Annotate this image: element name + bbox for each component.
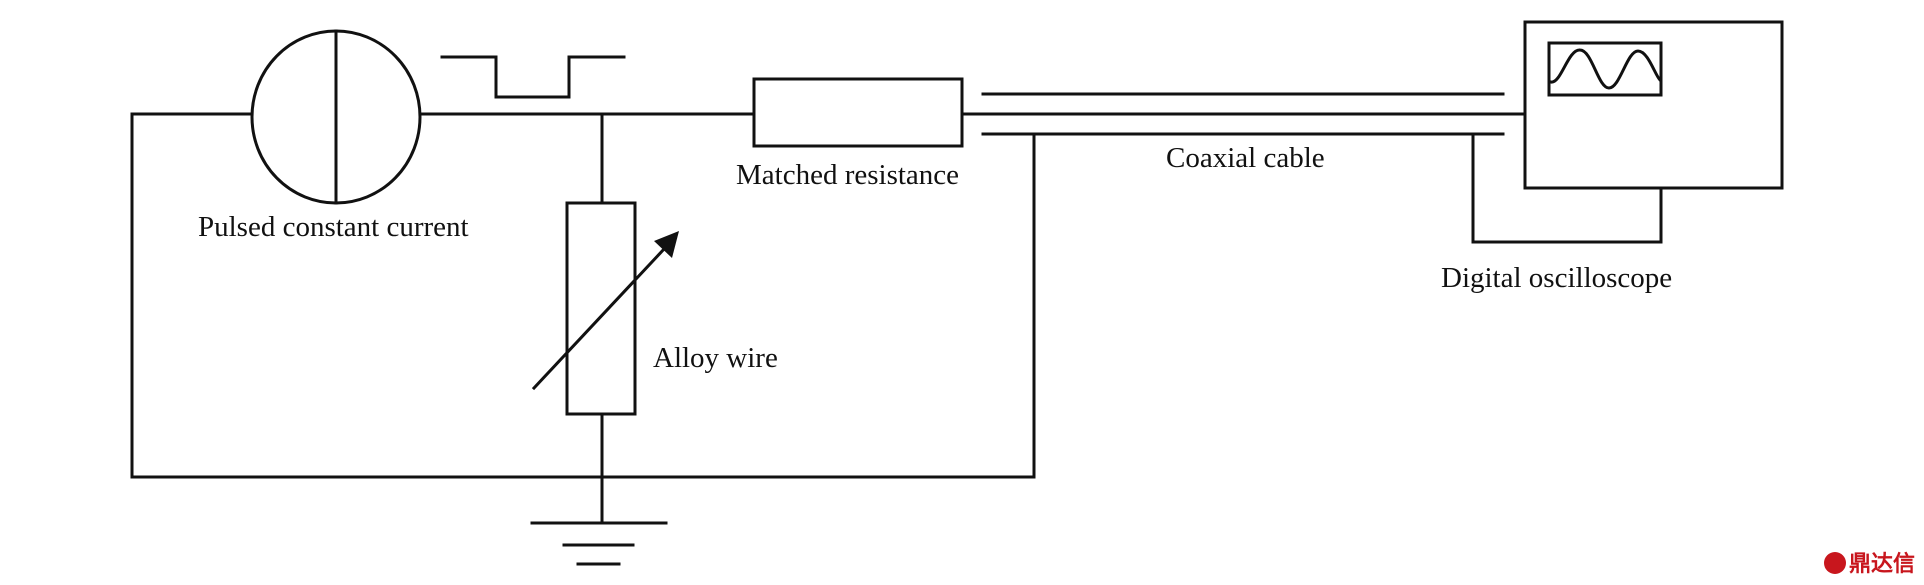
- label-matched-resistance: Matched resistance: [736, 159, 959, 191]
- sine-wave-icon: [1549, 48, 1663, 90]
- watermark-badge-icon: [1824, 552, 1846, 574]
- label-alloy-wire: Alloy wire: [653, 342, 778, 374]
- alloy-wire-resistor: [531, 201, 679, 416]
- return-wire-left: [130, 112, 1036, 479]
- variable-arrow-shaft: [531, 245, 668, 391]
- digital-oscilloscope: [1523, 20, 1784, 190]
- label-coaxial-cable: Coaxial cable: [1166, 142, 1325, 174]
- watermark-logo: 鼎达信: [1824, 551, 1915, 577]
- pulsed-current-source: [250, 29, 422, 205]
- label-digital-oscilloscope: Digital oscilloscope: [1441, 262, 1672, 294]
- alloy-wire-body: [565, 201, 637, 416]
- pulse-waveform-icon: [440, 55, 626, 99]
- watermark-text: 鼎达信: [1849, 551, 1915, 577]
- oscilloscope-ground-lead: [1471, 132, 1663, 244]
- oscilloscope-body: [1523, 20, 1784, 190]
- ground-icon: [530, 521, 668, 566]
- label-pulsed-constant-current: Pulsed constant current: [198, 211, 469, 243]
- variable-arrow-icon: [654, 231, 679, 258]
- matched-resistance-box: [752, 77, 964, 148]
- oscilloscope-screen: [1547, 41, 1663, 97]
